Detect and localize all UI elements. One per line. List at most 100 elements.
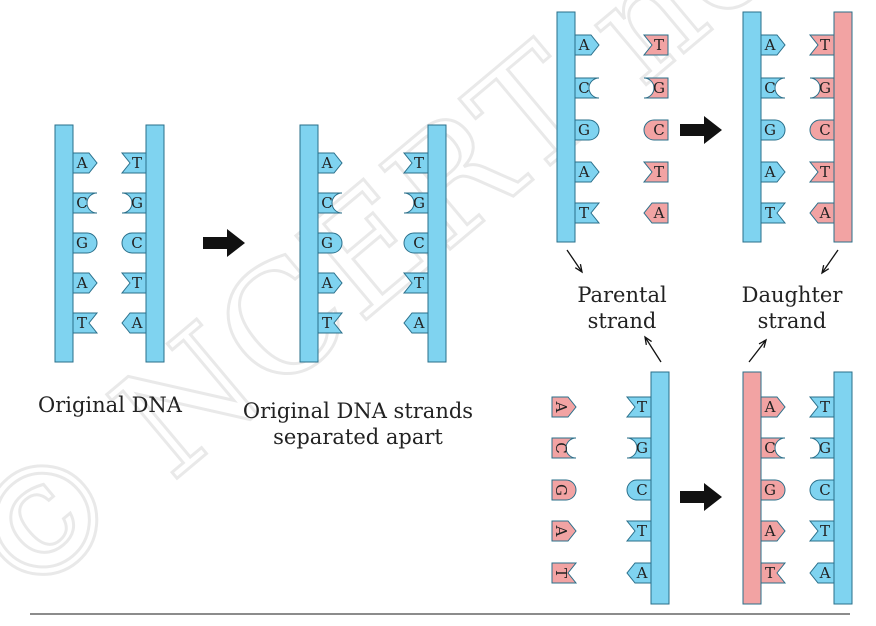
bottom-result-parental-base-letter: C: [819, 481, 830, 499]
bottom-parental-base-C: [626, 479, 652, 501]
separated-left-base-A: [317, 152, 343, 174]
original-right-base-letter: C: [131, 234, 142, 252]
pointer-parental-bottom: [644, 336, 662, 363]
top-result-daughter-base-T: [808, 161, 835, 183]
original-right-base-letter: T: [132, 274, 142, 292]
bottom-free-base-A: [551, 520, 577, 542]
original-left-base-letter: T: [77, 314, 87, 332]
bottom-result-daughter-base-letter: A: [764, 398, 776, 416]
bottom-result-daughter-base-A: [760, 396, 786, 418]
top-result-daughter-base-letter: G: [819, 79, 831, 97]
caption-separated-line1: Original DNA strands: [243, 399, 473, 423]
top-free-base-letter: T: [654, 163, 664, 181]
bottom-parental-base-letter: T: [637, 522, 647, 540]
separated-right-base-letter: C: [413, 234, 424, 252]
top-result-daughter-base-letter: C: [819, 121, 830, 139]
top-parental-base-letter: T: [579, 204, 589, 222]
top-parental-base-letter: C: [578, 79, 589, 97]
top-result-daughter-base-A: [809, 202, 835, 224]
pointer-daughter-bottom: [748, 339, 767, 363]
top-free-base-T: [642, 161, 669, 183]
bottom-parental-base-letter: A: [636, 564, 648, 582]
original-right-base-letter: A: [131, 314, 143, 332]
original-left-base-G: [72, 232, 98, 254]
top-result-parental-base-letter: C: [764, 79, 775, 97]
bottom-result-daughter-base-letter: C: [764, 439, 775, 457]
arrow-top-replicate: [680, 116, 722, 144]
top-result-parental-backbone: [742, 11, 762, 243]
bottom-free-base-letter: A: [552, 401, 570, 413]
bottom-parental-base-letter: C: [636, 481, 647, 499]
pointer-daughter-top: [821, 249, 839, 274]
top-free-base-letter: G: [653, 79, 665, 97]
bottom-free-base-letter: T: [552, 568, 570, 578]
separated-left-base-A: [317, 272, 343, 294]
bottom-result-daughter-base-A: [760, 520, 786, 542]
original-left-base-letter: C: [76, 194, 87, 212]
separated-right-base-C: [403, 232, 429, 254]
bottom-result-parental-base-T: [808, 396, 835, 418]
bottom-result-parental-base-letter: T: [820, 522, 830, 540]
bottom-free-base-letter: G: [552, 484, 570, 496]
pointer-parental-top-head: [574, 264, 583, 274]
top-result-daughter-base-letter: A: [819, 204, 831, 222]
top-parental-base-A: [574, 161, 600, 183]
bottom-parental-base-T: [625, 520, 652, 542]
separated-right-base-letter: A: [413, 314, 425, 332]
top-result-parental-base-C: [760, 77, 786, 99]
bottom-free-base-letter: A: [552, 525, 570, 537]
original-left-base-C: [72, 192, 98, 214]
bottom-result-parental-base-A: [809, 562, 835, 584]
top-result-parental-base-G: [760, 119, 786, 141]
bottom-result-daughter-base-C: [760, 437, 786, 459]
top-result-daughter-base-G: [809, 77, 835, 99]
original-right-base-A: [121, 312, 147, 334]
original-right-base-T: [120, 272, 147, 294]
separated-left-base-T: [317, 312, 344, 334]
top-result-parental-base-letter: A: [764, 36, 776, 54]
top-parental-base-C: [574, 77, 600, 99]
original-right-base-C: [121, 232, 147, 254]
separated-left-base-letter: C: [321, 194, 332, 212]
bottom-result-parental-base-letter: T: [820, 398, 830, 416]
bottom-parental-base-letter: T: [637, 398, 647, 416]
parental-strand-label-line2: strand: [588, 309, 657, 333]
bottom-parental-base-A: [626, 562, 652, 584]
pointer-daughter-bottom-head: [758, 338, 768, 348]
original-right-backbone: [145, 124, 165, 363]
bottom-free-base-letter: C: [552, 442, 570, 453]
top-result-daughter-base-letter: T: [820, 36, 830, 54]
separated-left-base-letter: T: [322, 314, 332, 332]
top-parental-base-letter: A: [578, 36, 590, 54]
original-left-base-T: [72, 312, 99, 334]
top-result-daughter-base-letter: T: [820, 163, 830, 181]
bottom-result-parental-base-T: [808, 520, 835, 542]
top-result-parental-base-T: [760, 202, 787, 224]
top-parental-base-letter: G: [578, 121, 590, 139]
top-result-daughter-base-T: [808, 34, 835, 56]
bottom-result-daughter-base-G: [760, 479, 786, 501]
pointer-parental-top: [566, 249, 583, 273]
bottom-free-base-T: [551, 562, 578, 584]
separated-right-base-T: [402, 272, 429, 294]
bottom-result-daughter-base-letter: T: [765, 564, 775, 582]
pointer-daughter-top-head: [821, 265, 830, 275]
top-free-base-A: [643, 202, 669, 224]
separated-right-base-letter: T: [414, 154, 424, 172]
original-right-base-T: [120, 152, 147, 174]
separated-right-base-T: [402, 152, 429, 174]
bottom-parental-base-G: [626, 437, 652, 459]
bottom-free-base-A: [551, 396, 577, 418]
original-left-base-A: [72, 152, 98, 174]
pointer-parental-bottom-head: [644, 335, 652, 345]
top-result-daughter-base-C: [809, 119, 835, 141]
separated-right-base-A: [403, 312, 429, 334]
bottom-result-daughter-base-letter: G: [764, 481, 776, 499]
top-free-base-C: [643, 119, 669, 141]
caption-original-dna: Original DNA: [38, 393, 183, 417]
arrow-separate: [203, 229, 245, 257]
bottom-free-base-G: [551, 479, 577, 501]
bottom-result-daughter-backbone: [742, 371, 762, 605]
separated-right-base-letter: G: [413, 194, 425, 212]
